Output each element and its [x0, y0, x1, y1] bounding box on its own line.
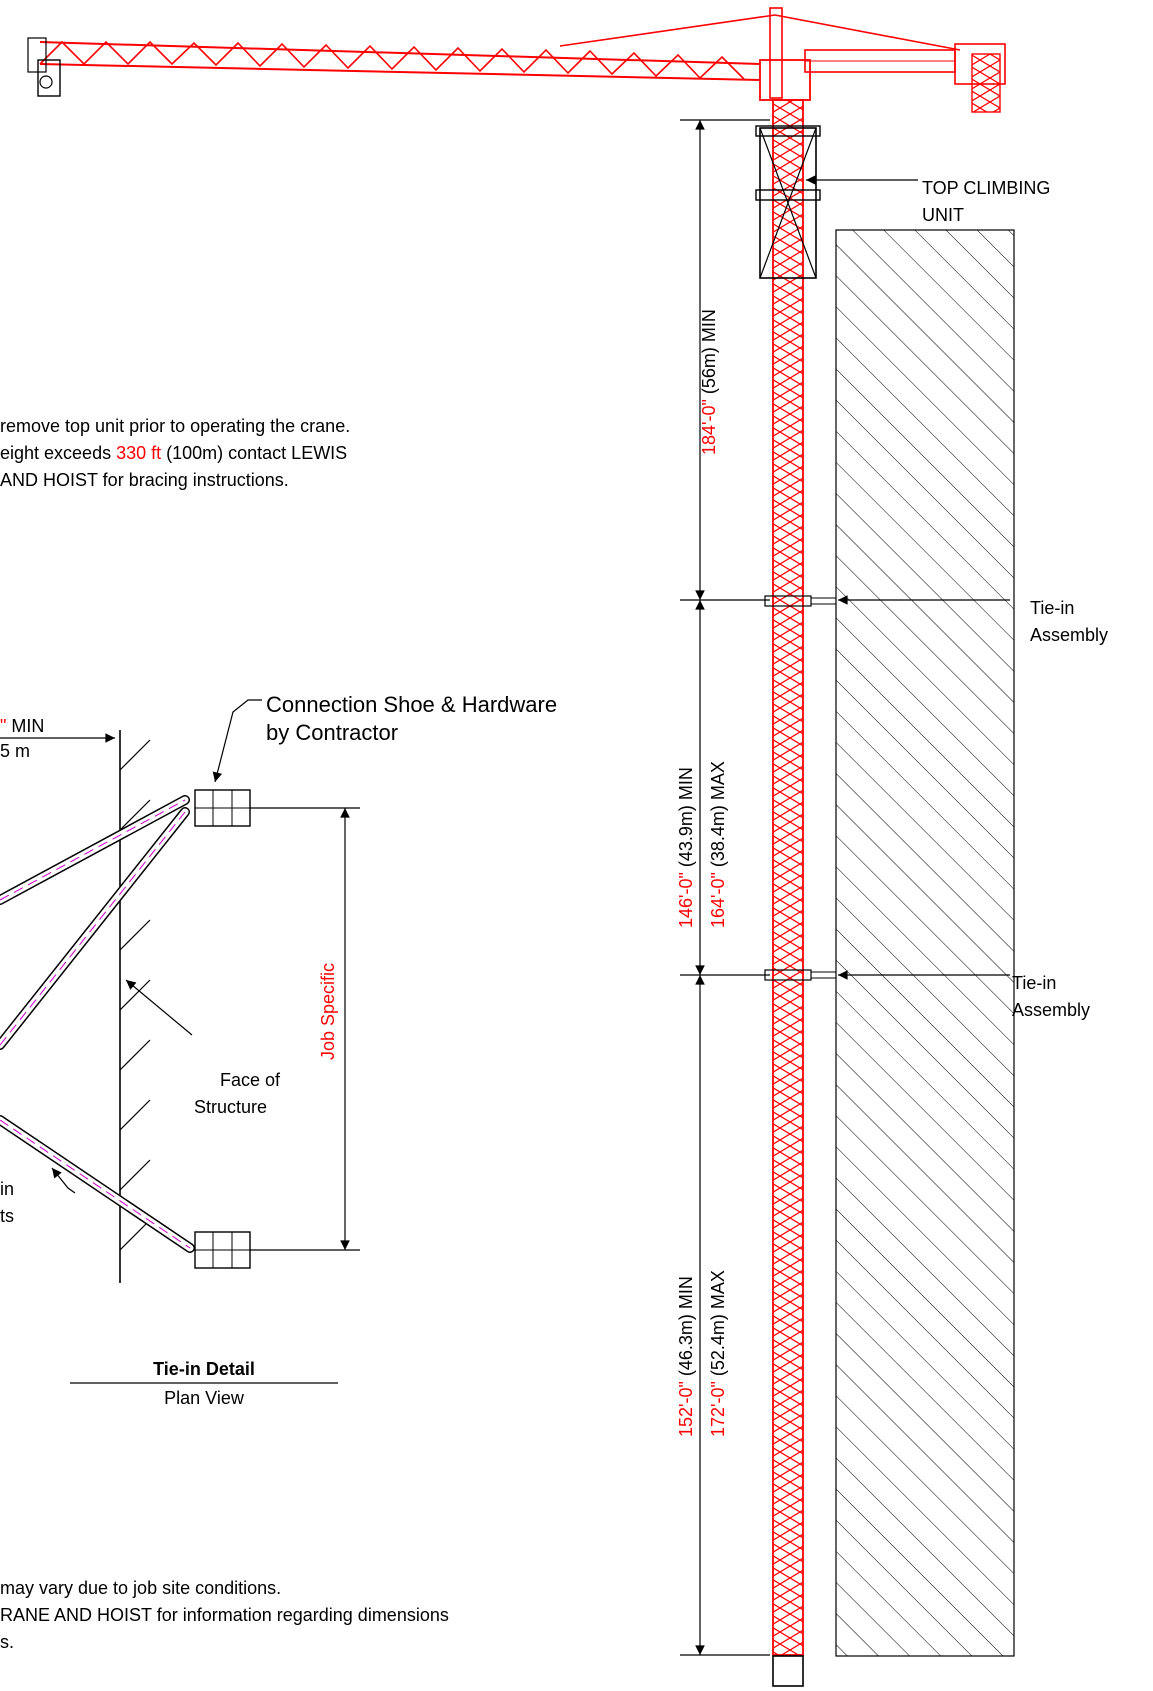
connection-shoe-label-1: Connection Shoe & Hardware — [266, 692, 557, 717]
min-distance-label: " MIN — [0, 716, 44, 736]
note-top-1: remove top unit prior to operating the c… — [0, 416, 350, 436]
dimension-lines — [680, 119, 770, 1656]
tie-in-assembly-1-b: Assembly — [1030, 625, 1108, 645]
tie-in-assembly-2-b: Assembly — [1012, 1000, 1090, 1020]
dimension-middle-min: 146'-0" (43.9m) MIN — [676, 767, 696, 928]
min-distance-metric: 5 m — [0, 741, 30, 761]
building-face — [835, 229, 1015, 1657]
tie-in-assembly-1-a: Tie-in — [1030, 598, 1074, 618]
dimension-lower-max: 172'-0" (52.4m) MAX — [708, 1270, 728, 1437]
dimension-upper: 184'-0" (56m) MIN — [699, 309, 719, 455]
struts-label-1: in — [0, 1179, 14, 1199]
dimension-lower-min: 152'-0" (46.3m) MIN — [676, 1276, 696, 1437]
job-specific-label: Job Specific — [318, 963, 338, 1060]
crane-jib — [27, 7, 1006, 113]
connection-shoe-label-2: by Contractor — [266, 720, 398, 745]
detail-subtitle: Plan View — [164, 1388, 245, 1408]
leader-lines — [51, 175, 1010, 1194]
note-bottom-2: RANE AND HOIST for information regarding… — [0, 1605, 449, 1625]
tie-in-assembly-2-a: Tie-in — [1012, 973, 1056, 993]
tie-in-detail — [0, 730, 360, 1384]
note-top-3: AND HOIST for bracing instructions. — [0, 470, 289, 490]
top-climbing-label-2: UNIT — [922, 205, 964, 225]
note-top-2: eight exceeds 330 ft (100m) contact LEWI… — [0, 443, 347, 463]
detail-title: Tie-in Detail — [153, 1359, 255, 1379]
top-climbing-label-1: TOP CLIMBING — [922, 178, 1050, 198]
crane-mast — [755, 99, 837, 1687]
face-of-structure-1: Face of — [220, 1070, 281, 1090]
note-bottom-3: s. — [0, 1632, 14, 1652]
face-of-structure-2: Structure — [194, 1097, 267, 1117]
dimension-middle-max: 164'-0" (38.4m) MAX — [708, 761, 728, 928]
struts-label-2: ts — [0, 1206, 14, 1226]
note-bottom-1: may vary due to job site conditions. — [0, 1578, 281, 1598]
